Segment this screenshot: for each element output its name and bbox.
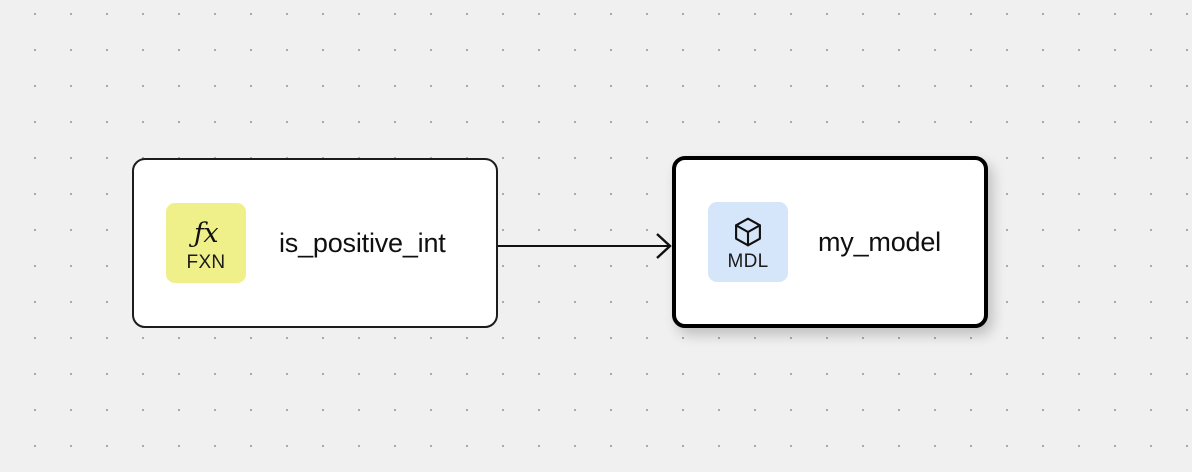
node-title: my_model (818, 226, 941, 257)
node-my-model[interactable]: MDL my_model (672, 156, 988, 328)
function-icon: ƒx (193, 217, 219, 249)
cube-icon (731, 213, 765, 251)
node-type-abbr: MDL (727, 251, 769, 272)
node-title: is_positive_int (279, 227, 446, 258)
node-is-positive-int[interactable]: ƒx FXN is_positive_int (132, 158, 498, 328)
edge-arrowhead-icon (656, 233, 672, 259)
node-type-abbr: FXN (186, 252, 226, 273)
node-type-badge-fxn: ƒx FXN (166, 203, 246, 283)
node-type-badge-mdl: MDL (708, 202, 788, 282)
edge-is_positive_int-my_model[interactable] (497, 233, 672, 259)
